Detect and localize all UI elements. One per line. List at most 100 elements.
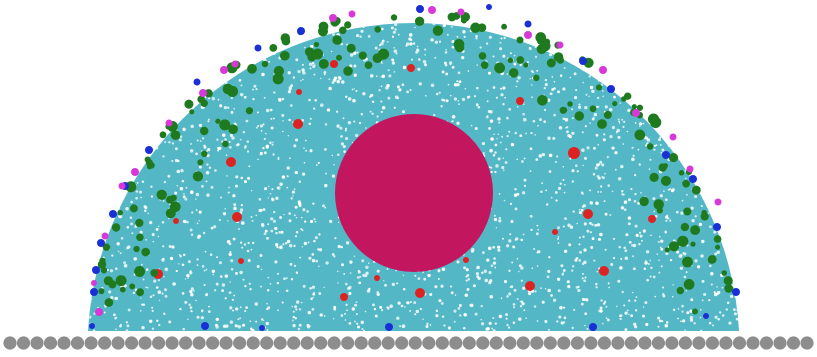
matrix-gap [504, 37, 506, 39]
matrix-gap [494, 151, 496, 153]
magenta-particle [715, 199, 722, 206]
matrix-gap [376, 316, 378, 318]
matrix-gap [570, 226, 573, 229]
matrix-gap [265, 133, 267, 135]
matrix-gap [680, 254, 682, 256]
matrix-gap [466, 268, 469, 271]
matrix-gap [162, 221, 165, 224]
matrix-gap [663, 190, 665, 192]
substrate-particle [247, 336, 260, 349]
matrix-gap [536, 232, 539, 235]
matrix-gap [623, 304, 625, 306]
matrix-gap [673, 309, 675, 311]
matrix-gap [634, 200, 637, 203]
matrix-gap [393, 47, 394, 48]
matrix-gap [324, 315, 326, 317]
matrix-gap [182, 263, 185, 266]
matrix-gap [502, 103, 504, 105]
matrix-gap [680, 321, 682, 323]
matrix-gap [332, 174, 335, 177]
matrix-gap [655, 296, 657, 298]
matrix-gap [506, 117, 509, 120]
magenta-particle [670, 134, 677, 141]
matrix-gap [206, 163, 208, 165]
matrix-gap [485, 279, 488, 282]
green-particle [157, 190, 167, 200]
matrix-gap [534, 305, 537, 308]
matrix-gap [165, 268, 169, 272]
matrix-gap [525, 133, 527, 135]
matrix-gap [590, 231, 592, 233]
matrix-gap [598, 309, 601, 312]
matrix-gap [256, 127, 258, 129]
matrix-gap [267, 277, 269, 279]
matrix-gap [356, 323, 358, 325]
blue-particle [109, 210, 117, 218]
blue-particle [194, 79, 201, 86]
matrix-gap [235, 324, 238, 327]
matrix-gap [531, 96, 533, 98]
matrix-gap [457, 307, 460, 310]
matrix-gap [586, 146, 589, 149]
matrix-gap [710, 272, 714, 276]
matrix-gap [497, 249, 500, 252]
matrix-gap [199, 166, 202, 169]
matrix-gap [152, 310, 154, 312]
red-particle [516, 97, 524, 105]
matrix-gap [683, 252, 686, 255]
matrix-gap [338, 222, 339, 223]
matrix-gap [518, 317, 522, 321]
blue-particle [385, 323, 393, 331]
matrix-gap [233, 108, 235, 110]
matrix-gap [365, 266, 368, 269]
green-particle [160, 131, 167, 138]
red-particle [525, 281, 535, 291]
matrix-gap [512, 245, 515, 248]
matrix-gap [520, 239, 523, 242]
matrix-gap [592, 118, 595, 121]
matrix-gap [211, 186, 214, 189]
matrix-gap [283, 277, 286, 280]
matrix-gap [657, 326, 659, 328]
green-particle [197, 159, 203, 165]
matrix-gap [216, 318, 219, 321]
matrix-gap [471, 125, 473, 127]
matrix-gap [621, 291, 623, 293]
matrix-gap [296, 272, 298, 274]
magenta-particle [220, 66, 228, 74]
matrix-gap [177, 160, 179, 162]
matrix-gap [276, 246, 278, 248]
matrix-gap [714, 291, 716, 293]
matrix-gap [212, 97, 215, 100]
blue-particle [713, 223, 721, 231]
matrix-gap [722, 287, 724, 289]
matrix-gap [589, 189, 591, 191]
substrate-particle [476, 336, 489, 349]
green-particle [201, 151, 207, 157]
matrix-gap [691, 219, 694, 222]
substrate-particle [220, 336, 233, 349]
magenta-particle [632, 109, 640, 117]
substrate-particle [422, 336, 435, 349]
matrix-gap [261, 269, 263, 271]
matrix-gap [141, 303, 143, 305]
blue-particle [89, 323, 95, 329]
substrate-particle [57, 336, 70, 349]
green-particle [648, 114, 659, 125]
matrix-gap [452, 66, 455, 69]
matrix-gap [510, 203, 512, 205]
matrix-gap [416, 310, 419, 313]
matrix-gap [272, 144, 274, 146]
matrix-gap [413, 301, 416, 304]
matrix-gap [639, 125, 640, 126]
matrix-gap [295, 235, 297, 237]
matrix-gap [456, 122, 459, 125]
matrix-gap [533, 248, 535, 250]
matrix-gap [607, 184, 610, 187]
matrix-gap [345, 283, 348, 286]
matrix-gap [111, 255, 113, 257]
matrix-gap [147, 213, 149, 215]
matrix-gap [206, 293, 208, 295]
matrix-gap [470, 304, 474, 308]
matrix-gap [354, 255, 355, 256]
